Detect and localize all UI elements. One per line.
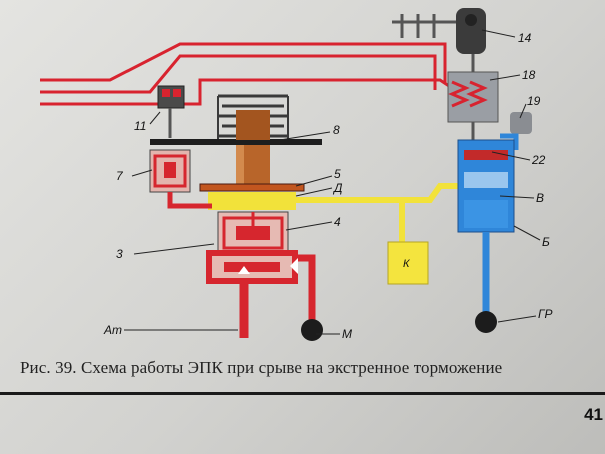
spring-8: [217, 94, 289, 140]
fitting-gr: [475, 311, 497, 333]
label-5: 5: [334, 167, 341, 181]
chamber-3: [206, 250, 316, 338]
page-rule: [0, 392, 605, 395]
leader-lines: [124, 29, 541, 335]
label-d: Д: [332, 181, 343, 195]
wire-middle: [40, 54, 437, 94]
label-m: М: [342, 327, 352, 341]
label-3: 3: [116, 247, 123, 261]
label-18: 18: [522, 68, 536, 82]
cylinder-b: [457, 139, 515, 322]
label-7: 7: [116, 169, 124, 183]
valve-4: [217, 211, 289, 253]
plate-8: [150, 139, 322, 145]
chamber-d: [208, 192, 296, 210]
label-at: Ат: [103, 323, 122, 337]
yellow-piping: [296, 183, 460, 242]
label-14: 14: [518, 31, 532, 45]
wire-bottom: [40, 78, 456, 106]
key-switch-14: [392, 8, 486, 54]
solenoid-coil: [236, 110, 270, 185]
label-22: 22: [531, 153, 546, 167]
epk-diagram: 14 18 19 22 11 8 7 5 Д 4 В 3 Б К Ат М ГР: [40, 8, 553, 341]
fitting-m: [301, 319, 323, 341]
unit-18: [447, 54, 499, 140]
label-11: 11: [134, 119, 146, 133]
label-19: 19: [527, 94, 541, 108]
label-v: В: [536, 191, 544, 205]
label-k: К: [403, 258, 410, 270]
flow-arrows: [238, 258, 298, 274]
wire-top: [40, 42, 447, 84]
label-4: 4: [334, 215, 341, 229]
diaphragm-5: [199, 183, 305, 192]
reservoir-k: [387, 241, 429, 285]
valve-7: [149, 149, 212, 209]
label-b: Б: [542, 235, 550, 249]
valve-19: [500, 112, 532, 150]
electric-wires: [40, 42, 456, 106]
page-number: 41: [584, 405, 603, 424]
label-gr: ГР: [538, 307, 553, 321]
label-8: 8: [333, 123, 340, 137]
switch-11: [157, 85, 185, 138]
figure-caption: Рис. 39. Схема работы ЭПК при срыве на э…: [20, 358, 503, 377]
